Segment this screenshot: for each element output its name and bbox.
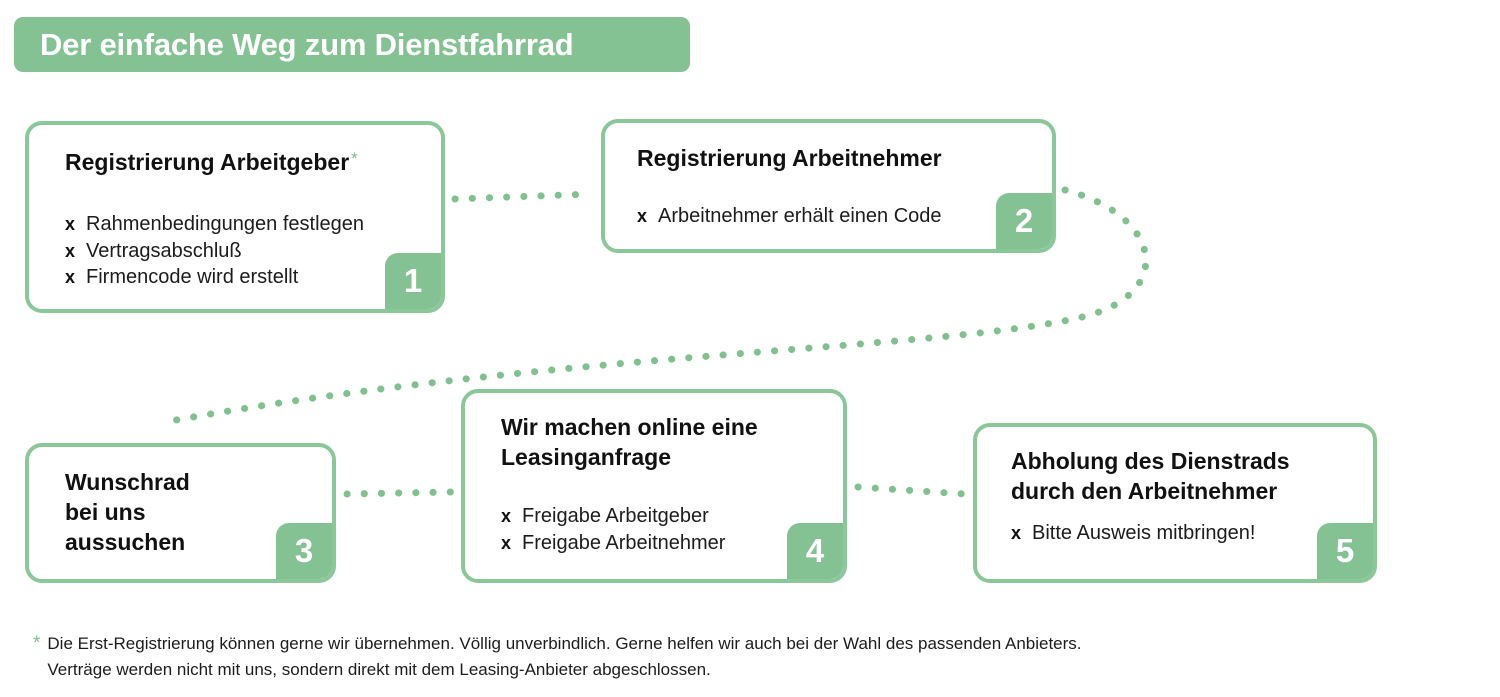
bullet-text: Bitte Ausweis mitbringen!	[1032, 522, 1256, 544]
step-card-2-bullets: x Arbeitnehmer erhält einen Code	[637, 203, 942, 230]
bullet-text: Vertragsabschluß	[86, 239, 242, 262]
step-card-5-bullets: x Bitte Ausweis mitbringen!	[1011, 520, 1255, 547]
list-item: x Vertragsabschluß	[65, 238, 364, 265]
step-number-badge: 3	[276, 523, 332, 579]
list-item: x Freigabe Arbeitnehmer	[501, 530, 725, 557]
step-card-3-content: Wunschrad bei uns aussuchen 3	[29, 447, 332, 579]
step-card-5-content: Abholung des Dienstrads durch den Arbeit…	[977, 427, 1373, 579]
list-item: x Rahmenbedingungen festlegen	[65, 211, 364, 238]
footnote-reference-asterisk: *	[351, 149, 358, 168]
bullet-marker-icon: x	[501, 506, 512, 526]
step-card-1-title: Registrierung Arbeitgeber*	[65, 149, 358, 175]
step-card-3: Wunschrad bei uns aussuchen 3	[25, 443, 336, 583]
bullet-text: Rahmenbedingungen festlegen	[86, 213, 365, 235]
step-number-badge: 5	[1317, 523, 1373, 579]
bullet-marker-icon: x	[501, 532, 512, 553]
connector-3-to-4	[343, 488, 456, 498]
bullet-marker-icon: x	[65, 267, 76, 288]
step-number-badge: 4	[787, 523, 843, 579]
bullet-marker-icon: x	[637, 206, 648, 226]
footnote-asterisk: *	[33, 633, 41, 654]
list-item: x Bitte Ausweis mitbringen!	[1011, 520, 1255, 547]
step-card-1: Registrierung Arbeitgeber* x Rahmenbeding…	[25, 121, 445, 313]
step-card-4-title: Wir machen online eine Leasinganfrage	[501, 414, 758, 470]
step-card-5: Abholung des Dienstrads durch den Arbeit…	[973, 423, 1377, 583]
bullet-marker-icon: x	[65, 240, 76, 261]
connector-1-to-2	[451, 190, 596, 203]
step-card-2-content: Registrierung Arbeitnehmer x Arbeitnehmer…	[605, 123, 1052, 249]
list-item: x Freigabe Arbeitgeber	[501, 503, 725, 530]
step-card-2-title: Registrierung Arbeitnehmer	[637, 145, 942, 171]
bullet-marker-icon: x	[1011, 523, 1022, 543]
step-card-5-title: Abholung des Dienstrads durch den Arbeit…	[1011, 448, 1290, 504]
list-item: x Firmencode wird erstellt	[65, 264, 364, 291]
bullet-marker-icon: x	[65, 214, 76, 234]
bullet-text: Freigabe Arbeitgeber	[522, 505, 709, 527]
step-card-3-title: Wunschrad bei uns aussuchen	[65, 469, 190, 555]
list-item: x Arbeitnehmer erhält einen Code	[637, 203, 942, 230]
bullet-text: Firmencode wird erstellt	[86, 266, 299, 289]
step-number-badge: 2	[996, 193, 1052, 249]
footnote-text: Die Erst-Registrierung können gerne wir …	[47, 634, 1082, 680]
page-title: Der einfache Weg zum Dienstfahrrad	[40, 26, 574, 62]
step-number-badge: 1	[385, 253, 441, 309]
bullet-text: Freigabe Arbeitnehmer	[522, 531, 726, 554]
footnote: * Die Erst-Registrierung können gerne wi…	[33, 631, 1082, 684]
step-card-2: Registrierung Arbeitnehmer x Arbeitnehmer…	[601, 119, 1056, 253]
title-banner: Der einfache Weg zum Dienstfahrrad	[14, 17, 690, 72]
connector-4-to-5	[854, 483, 969, 498]
bullet-text: Arbeitnehmer erhält einen Code	[658, 205, 942, 227]
step-card-1-content: Registrierung Arbeitgeber* x Rahmenbeding…	[29, 125, 441, 309]
